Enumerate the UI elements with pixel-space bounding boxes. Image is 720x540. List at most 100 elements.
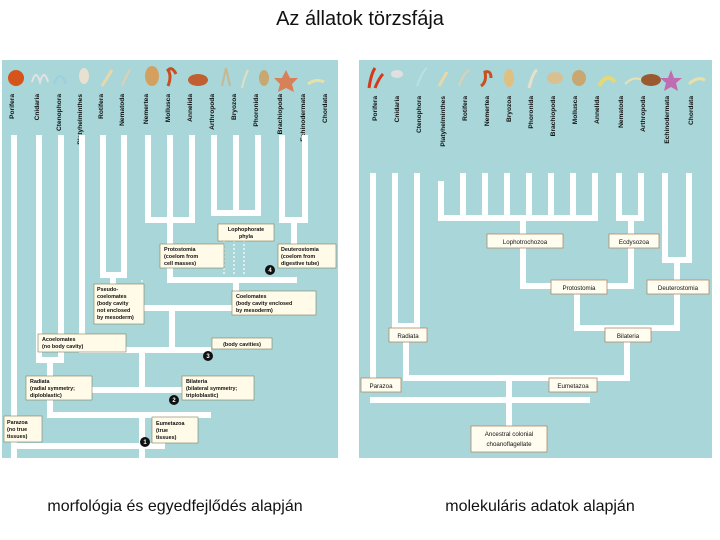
left-taxon-nematoda: Nematoda [119,94,126,126]
ancestor-line-1: Ancestral colonial [485,431,534,438]
right-taxon-bryozoa: Bryozoa [506,96,513,122]
node-radiata-molecular: Radiata [388,327,428,343]
bilateria-line-3: triploblastic) [186,393,219,399]
pseudocoelomates-line-4: not enclosed [97,308,130,314]
right-taxon-ctenophora: Ctenophora [416,96,423,133]
node-deuterostomia: Deuterostomia (coelom from digestive tub… [277,243,337,269]
node-parazoa: Parazoa (no true tissues) [3,415,43,443]
left-taxon-echinodermata: Echinodermata [300,94,307,142]
badge-4: 4 [265,265,275,275]
radiata-line-3: diploblastic) [30,393,62,399]
organism-illustrations [8,66,325,92]
molecular-branches [370,173,692,431]
right-taxon-platyhelminthes: Platyhelminthes [440,96,447,147]
pseudocoelomates-line-5: by mesoderm) [97,315,134,321]
left-taxon-arthropoda: Arthropoda [209,94,216,130]
pseudocoelomates-line-3: (body cavity [97,301,128,307]
left-caption: morfológia és egyedfejlődés alapján [47,498,303,515]
parazoa-molecular-label: Parazoa [369,383,393,390]
node-bilateria: Bilateria (bilateral symmetry; triplobla… [181,375,255,401]
badge-1-text: 1 [143,440,147,446]
right-taxon-arthropoda: Arthropoda [640,96,647,132]
deuterostomia-line-3: digestive tube) [281,261,319,267]
node-protostomia-molecular: Protostomia [550,279,608,295]
parazoa-line-2: (no true [7,427,27,433]
node-ancestral-choanoflagellate: Ancestral colonial choanoflagellate [470,425,548,453]
organism-illustrations-molecular [367,67,706,91]
left-taxon-chordata: Chordata [322,94,329,123]
left-taxon-porifera: Porifera [9,94,16,119]
lophotrochozoa-label: Lophotrochozoa [503,239,548,246]
node-pseudocoelomates: Pseudo- coelomates (body cavity not encl… [93,283,145,325]
left-taxon-platyhelminthes: Platyhelminthes [77,94,84,145]
bilateria-line-2: (bilateral symmetry; [186,386,237,392]
right-taxon-annelida: Annelida [594,96,601,124]
protostomia-line-1: Protostomia [164,247,196,253]
pseudocoelomates-line-1: Pseudo- [97,287,118,293]
left-taxon-annelida: Annelida [187,94,194,122]
protostomia-line-3: cell masses) [164,261,196,267]
parazoa-line-3: tissues) [7,434,28,440]
node-radiata: Radiata (radial symmetry; diploblastic) [25,375,93,401]
badge-3: 3 [203,351,213,361]
morphology-tree-diagram: Porifera Cnidaria Ctenophora Platyhelminthe… [3,66,337,458]
left-taxon-rotifera: Rotifera [98,94,105,119]
right-taxon-mollusca: Mollusca [572,96,579,125]
radiata-line-2: (radial symmetry; [30,386,75,392]
bilateria-line-1: Bilateria [186,379,208,385]
right-taxon-chordata: Chordata [688,96,695,125]
acoelomates-line-1: Acoelomates [42,337,76,343]
node-body-cavities: (body cavities) [211,337,273,350]
right-taxon-brachiopoda: Brachiopoda [550,96,557,137]
node-ecdysozoa: Ecdysozoa [608,233,660,249]
right-taxon-cnidaria: Cnidaria [394,96,401,123]
bilateria-molecular-label: Bilateria [617,333,640,340]
ancestor-line-2: choanoflagellate [486,441,532,448]
node-deuterostomia-molecular: Deuterostomia [646,279,710,295]
node-acoelomates: Acoelomates (no body cavity) [37,333,127,353]
right-taxon-rotifera: Rotifera [462,96,469,121]
node-bilateria-molecular: Bilateria [604,327,652,343]
node-lophophorate-phyla: Lophophorate phyla [217,223,275,242]
left-taxon-bryozoa: Bryozoa [231,94,238,120]
node-parazoa-molecular: Parazoa [360,377,402,393]
ecdysozoa-label: Ecdysozoa [619,239,650,246]
right-taxon-nemertea: Nemertea [484,96,491,126]
coelomates-line-1: Coelomates [236,294,267,300]
left-taxon-ctenophora: Ctenophora [56,94,63,131]
right-taxon-echinodermata: Echinodermata [664,96,671,144]
eumetazoa-line-1: Eumetazoa [156,421,185,427]
protostomia-molecular-label: Protostomia [562,285,596,292]
node-eumetazoa: Eumetazoa (true tissues) [151,416,199,444]
badge-2-text: 2 [172,398,176,404]
badge-1: 1 [140,437,150,447]
radiata-line-1: Radiata [30,379,50,385]
right-taxon-nematoda: Nematoda [618,96,625,128]
coelomates-line-2: (body cavity enclosed [236,301,292,307]
deuterostomia-line-1: Deuterostomia [281,247,320,253]
deuterostomia-line-2: (coelom from [281,254,315,260]
left-taxon-phoronida: Phoronida [253,94,260,127]
right-taxon-phoronida: Phoronida [528,96,535,129]
left-taxon-brachiopoda: Brachiopoda [277,94,284,135]
badge-3-text: 3 [206,354,210,360]
page-title: Az állatok törzsfája [276,8,444,30]
node-eumetazoa-molecular: Eumetazoa [548,377,598,393]
morphology-branches [11,135,308,458]
protostomia-line-2: (coelom from [164,254,198,260]
node-coelomates: Coelomates (body cavity enclosed by meso… [231,290,317,316]
lophophorate-line-2: phyla [239,234,254,240]
left-taxon-cnidaria: Cnidaria [34,94,41,121]
deuterostomia-molecular-label: Deuterostomia [658,285,699,292]
parazoa-line-1: Parazoa [7,420,29,426]
radiata-molecular-label: Radiata [397,333,419,340]
morphology-taxon-labels: Porifera Cnidaria Ctenophora Platyhelminthe… [9,94,329,145]
left-taxon-mollusca: Mollusca [165,94,172,123]
lophophorate-line-1: Lophophorate [228,227,264,233]
acoelomates-line-2: (no body cavity) [42,344,84,350]
node-lophotrochozoa: Lophotrochozoa [486,233,564,249]
eumetazoa-line-3: tissues) [156,435,177,441]
badge-4-text: 4 [268,268,272,274]
